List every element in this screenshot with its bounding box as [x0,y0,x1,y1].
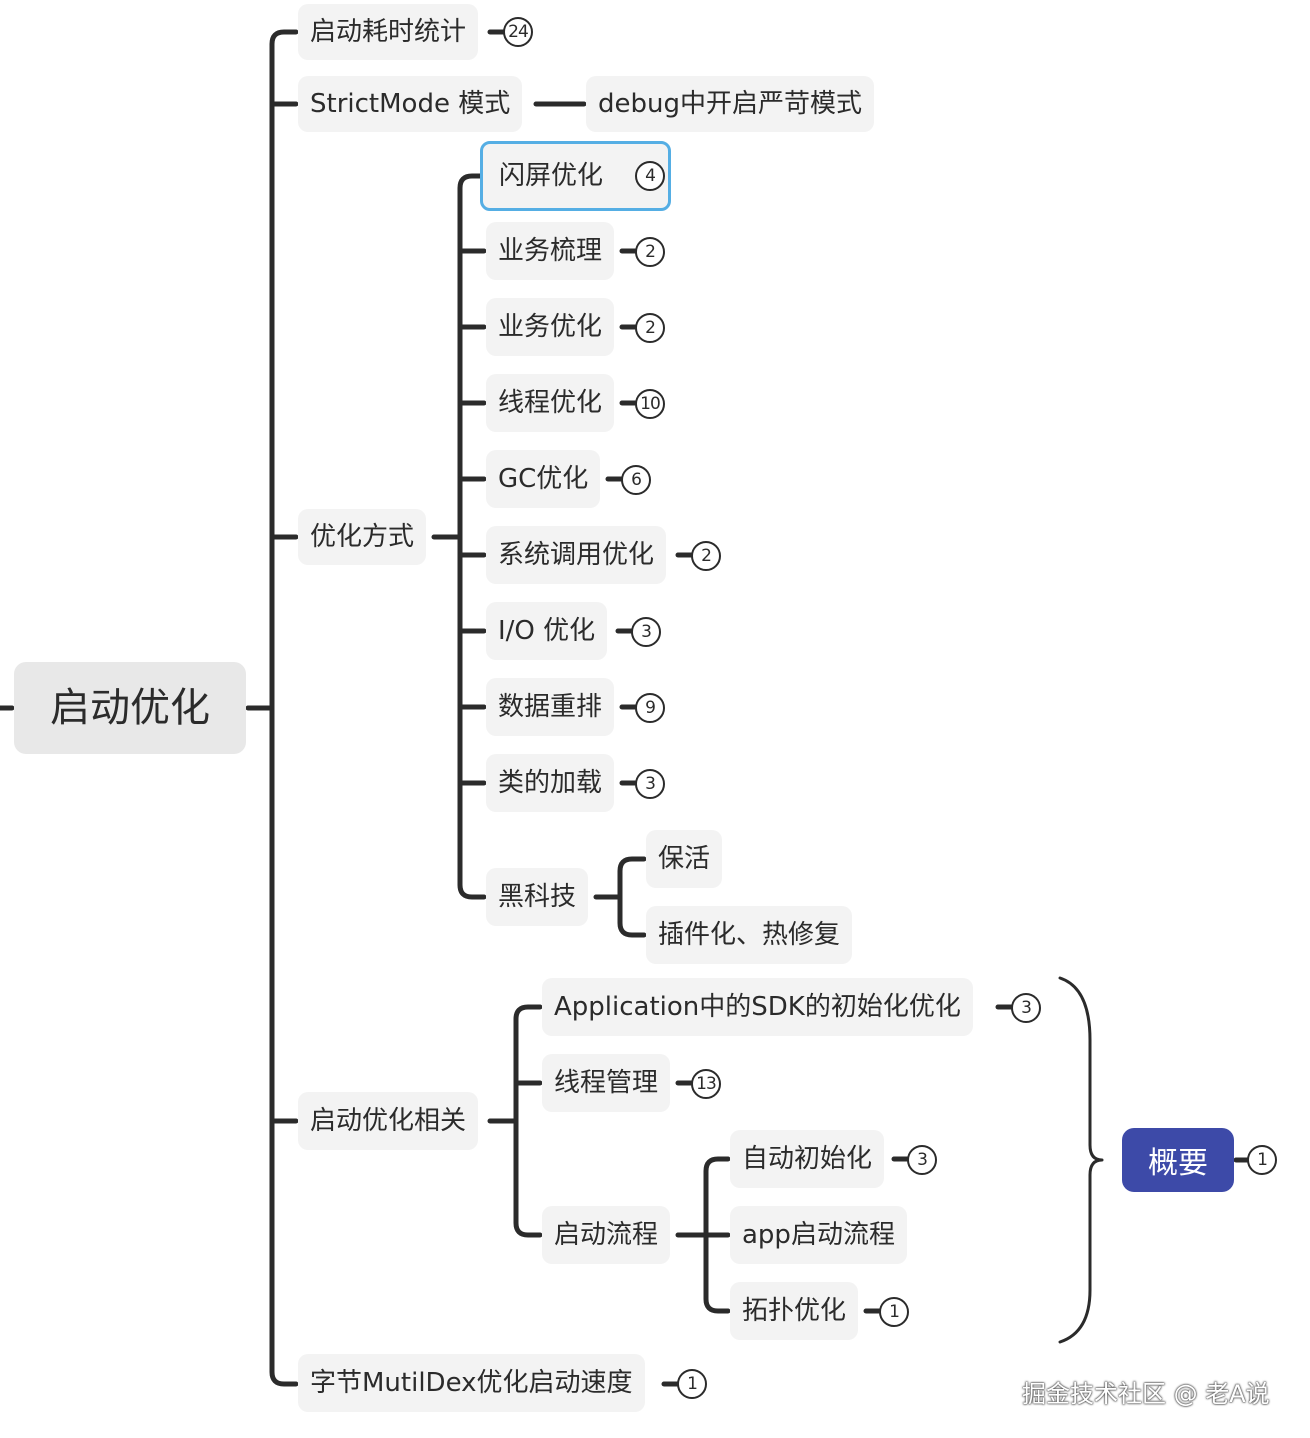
summary-bracket [1058,976,1104,1344]
badge-thread-management[interactable]: 13 [691,1069,721,1099]
badge-syscall-optimization[interactable]: 2 [691,541,721,571]
badge-splash-optimization[interactable]: 4 [635,161,665,191]
badge-auto-init[interactable]: 3 [907,1145,937,1175]
badge-sdk-init-optimization[interactable]: 3 [1011,993,1041,1023]
node-app-startup-flow[interactable]: app启动流程 [730,1206,907,1264]
badge-topology-optimization[interactable]: 1 [879,1297,909,1327]
node-thread-management[interactable]: 线程管理 [542,1054,671,1112]
node-black-tech[interactable]: 黑科技 [486,868,589,926]
badge-thread-optimization[interactable]: 10 [635,389,665,419]
node-optimization-methods[interactable]: 优化方式 [298,509,427,565]
node-business-review[interactable]: 业务梳理 [486,222,615,280]
node-gc-optimization[interactable]: GC优化 [486,450,601,508]
node-auto-init[interactable]: 自动初始化 [730,1130,885,1188]
node-business-optimization[interactable]: 业务优化 [486,298,615,356]
node-debug-strict[interactable]: debug中开启严苛模式 [586,76,874,132]
node-class-loading[interactable]: 类的加载 [486,754,615,812]
node-keep-alive[interactable]: 保活 [646,830,723,888]
node-topology-optimization[interactable]: 拓扑优化 [730,1282,859,1340]
badge-multidex-optimization[interactable]: 1 [677,1369,707,1399]
badge-business-review[interactable]: 2 [635,237,665,267]
root-node[interactable]: 启动优化 [14,662,246,754]
node-multidex-optimization[interactable]: 字节MutilDex优化启动速度 [298,1354,645,1412]
badge-gc-optimization[interactable]: 6 [621,465,651,495]
badge-business-optimization[interactable]: 2 [635,313,665,343]
node-plugin-hotfix[interactable]: 插件化、热修复 [646,906,853,964]
main-trunk [269,29,299,1387]
badge-summary[interactable]: 1 [1247,1145,1277,1175]
node-startup-related[interactable]: 启动优化相关 [298,1092,479,1150]
node-io-optimization[interactable]: I/O 优化 [486,602,608,660]
node-startup-time-stats[interactable]: 启动耗时统计 [298,4,479,60]
badge-class-loading[interactable]: 3 [635,769,665,799]
node-syscall-optimization[interactable]: 系统调用优化 [486,526,667,584]
related-trunk [513,1004,543,1238]
summary-node[interactable]: 概要 [1122,1128,1234,1192]
node-data-reorder[interactable]: 数据重排 [486,678,615,736]
node-startup-flow[interactable]: 启动流程 [542,1206,671,1264]
watermark-text: 掘金技术社区 @ 老A说 [1022,1380,1270,1408]
node-strictmode[interactable]: StrictMode 模式 [298,76,523,132]
badge-io-optimization[interactable]: 3 [631,617,661,647]
node-thread-optimization[interactable]: 线程优化 [486,374,615,432]
blacktech-trunk [617,856,647,938]
node-sdk-init-optimization[interactable]: Application中的SDK的初始化优化 [542,978,973,1036]
badge-data-reorder[interactable]: 9 [635,693,665,723]
badge-startup-time-stats[interactable]: 24 [503,17,533,47]
methods-trunk [457,173,487,900]
